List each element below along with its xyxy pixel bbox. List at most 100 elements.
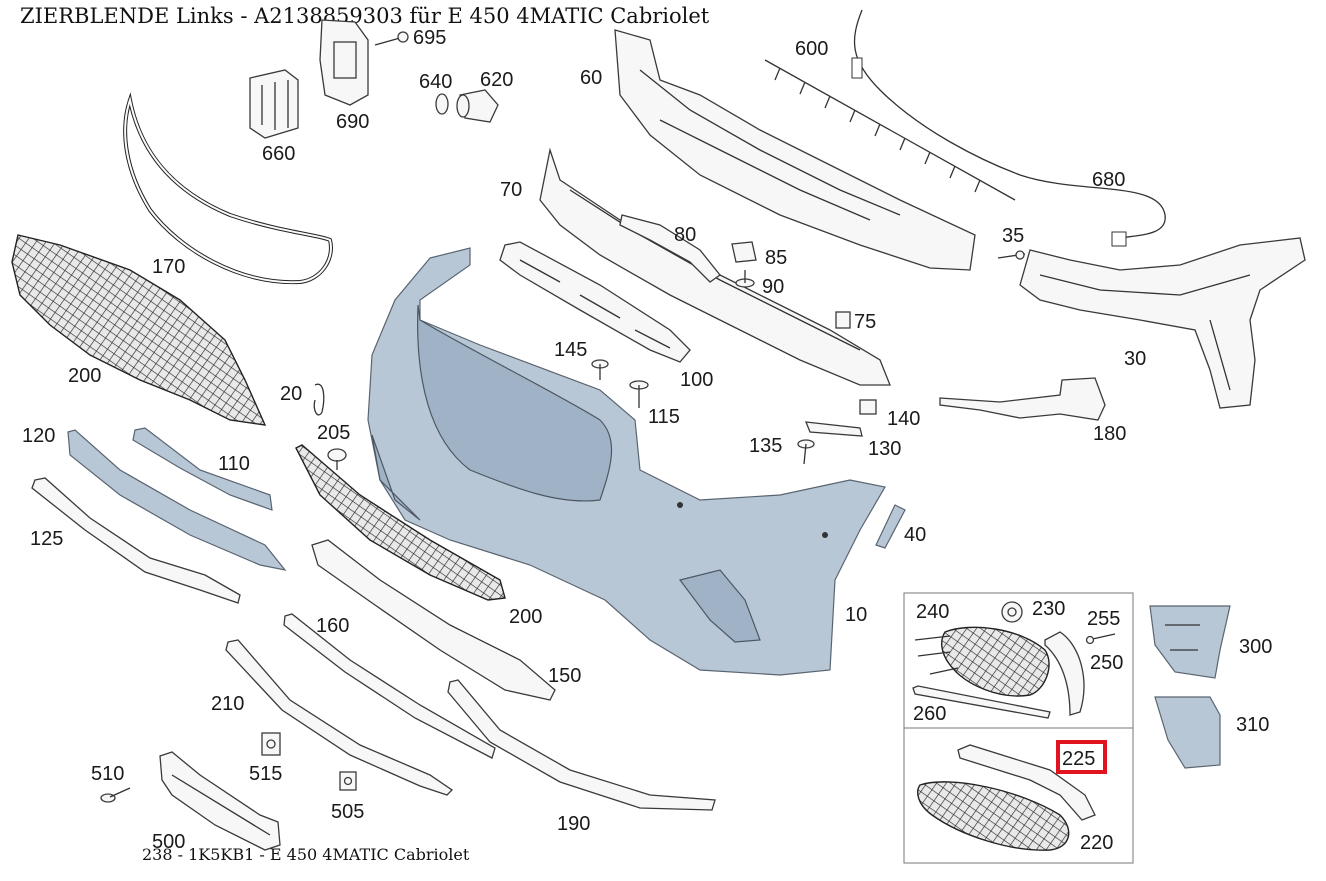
part-180-bracket[interactable] — [939, 377, 1106, 421]
label-620[interactable]: 620 — [480, 69, 513, 91]
label-640[interactable]: 640 — [419, 71, 452, 93]
part-500-plate-holder[interactable] — [159, 751, 281, 851]
label-515[interactable]: 515 — [249, 763, 282, 785]
label-70[interactable]: 70 — [500, 179, 522, 201]
label-10[interactable]: 10 — [845, 604, 867, 626]
part-10-bumper-cover[interactable] — [367, 247, 886, 676]
label-240[interactable]: 240 — [916, 601, 949, 623]
part-600-strip[interactable] — [764, 59, 1016, 201]
label-660[interactable]: 660 — [262, 143, 295, 165]
part-125-strip[interactable] — [31, 477, 241, 604]
label-200-lower[interactable]: 200 — [509, 606, 542, 628]
highlight-box — [1056, 740, 1107, 774]
part-510-screw[interactable] — [100, 787, 131, 803]
part-20-bracket[interactable] — [313, 383, 325, 416]
label-60[interactable]: 60 — [580, 67, 602, 89]
part-205-clip[interactable] — [327, 448, 347, 470]
label-160[interactable]: 160 — [316, 615, 349, 637]
part-115-screw[interactable] — [629, 380, 649, 408]
part-140-clip[interactable] — [859, 399, 877, 415]
label-310[interactable]: 310 — [1236, 714, 1269, 736]
label-225[interactable]: 225 — [1062, 748, 1095, 770]
label-40[interactable]: 40 — [904, 524, 926, 546]
label-125[interactable]: 125 — [30, 528, 63, 550]
part-30-carrier[interactable] — [1019, 237, 1306, 409]
part-190-strip[interactable] — [447, 679, 716, 811]
label-510[interactable]: 510 — [91, 763, 124, 785]
label-200-upper[interactable]: 200 — [68, 365, 101, 387]
part-225-trim-left[interactable] — [957, 744, 1096, 821]
part-260-strip[interactable] — [912, 685, 1051, 719]
label-20[interactable]: 20 — [280, 383, 302, 405]
label-145[interactable]: 145 — [554, 339, 587, 361]
label-110[interactable]: 110 — [218, 453, 250, 475]
label-150[interactable]: 150 — [548, 665, 581, 687]
part-255-screw[interactable] — [1085, 633, 1116, 645]
part-200-lower-mesh[interactable] — [295, 444, 506, 601]
part-160-strip[interactable] — [283, 613, 496, 759]
label-35[interactable]: 35 — [1002, 225, 1024, 247]
part-135-screw[interactable] — [797, 439, 815, 465]
label-85[interactable]: 85 — [765, 247, 787, 269]
part-75-clip[interactable] — [835, 311, 851, 329]
label-205[interactable]: 205 — [317, 422, 350, 444]
part-515-nut[interactable] — [261, 732, 281, 756]
part-310-duct[interactable] — [1154, 696, 1221, 769]
label-75[interactable]: 75 — [854, 311, 876, 333]
part-210-strip[interactable] — [225, 639, 454, 796]
part-230-sensor[interactable] — [1001, 601, 1023, 623]
label-680[interactable]: 680 — [1092, 169, 1125, 191]
part-250-trim[interactable] — [1044, 631, 1085, 716]
label-120[interactable]: 120 — [22, 425, 55, 447]
part-680-harness[interactable] — [851, 9, 1166, 247]
label-255[interactable]: 255 — [1087, 608, 1120, 630]
part-200-grille-mesh[interactable] — [11, 234, 267, 426]
label-140[interactable]: 140 — [887, 408, 920, 430]
part-170-grille-frame[interactable] — [123, 92, 333, 285]
part-300-duct[interactable] — [1149, 605, 1231, 679]
part-695-screw[interactable] — [374, 31, 409, 46]
label-695[interactable]: 695 — [413, 27, 446, 49]
label-505[interactable]: 505 — [331, 801, 364, 823]
label-220[interactable]: 220 — [1080, 832, 1113, 854]
label-260[interactable]: 260 — [913, 703, 946, 725]
part-660-module[interactable] — [249, 69, 299, 139]
part-150-strip[interactable] — [311, 539, 556, 701]
part-130-bracket[interactable] — [804, 421, 863, 437]
label-250[interactable]: 250 — [1090, 652, 1123, 674]
part-40-reflector[interactable] — [875, 504, 906, 549]
label-210[interactable]: 210 — [211, 693, 244, 715]
part-240-grille[interactable] — [914, 626, 1050, 697]
page-title: ZIERBLENDE Links - A2138859303 für E 450… — [20, 4, 710, 28]
label-190[interactable]: 190 — [557, 813, 590, 835]
label-690[interactable]: 690 — [336, 111, 369, 133]
label-135[interactable]: 135 — [749, 435, 782, 457]
label-130[interactable]: 130 — [868, 438, 901, 460]
label-300[interactable]: 300 — [1239, 636, 1272, 658]
part-620-sensor[interactable] — [456, 89, 499, 123]
label-100[interactable]: 100 — [680, 369, 713, 391]
label-30[interactable]: 30 — [1124, 348, 1146, 370]
part-35-screw[interactable] — [997, 250, 1026, 260]
label-90[interactable]: 90 — [762, 276, 784, 298]
part-60-carrier[interactable] — [614, 29, 976, 271]
label-230[interactable]: 230 — [1032, 598, 1065, 620]
part-505-nut[interactable] — [339, 771, 357, 791]
part-110-strip[interactable] — [132, 427, 273, 511]
label-180[interactable]: 180 — [1093, 423, 1126, 445]
part-120-strip[interactable] — [67, 429, 287, 571]
part-690-bracket[interactable] — [319, 19, 369, 106]
part-80-strip[interactable] — [619, 214, 721, 283]
part-90-clip[interactable] — [735, 270, 755, 288]
label-80[interactable]: 80 — [674, 224, 696, 246]
label-500[interactable]: 500 — [152, 831, 185, 853]
part-220-grille[interactable] — [917, 781, 1070, 851]
label-600[interactable]: 600 — [795, 38, 828, 60]
part-85-clip[interactable] — [731, 241, 757, 263]
label-170[interactable]: 170 — [152, 256, 185, 278]
part-100-strip[interactable] — [499, 241, 691, 363]
part-640-ring[interactable] — [435, 93, 449, 115]
label-115[interactable]: 115 — [648, 406, 680, 428]
part-145-screw[interactable] — [591, 359, 609, 380]
